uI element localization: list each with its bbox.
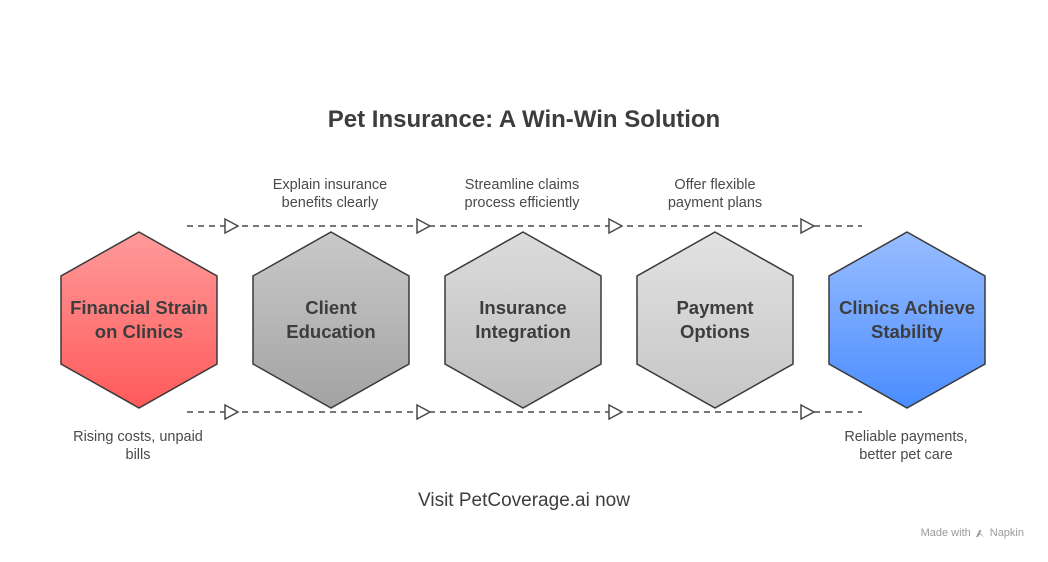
hexagon-step-1	[60, 231, 218, 409]
hexagon-step-2	[252, 231, 410, 409]
watermark-brand: Napkin	[989, 527, 1024, 539]
watermark-prefix: Made with	[920, 527, 971, 539]
napkin-logo-icon	[975, 528, 985, 538]
hexagon-step-5	[828, 231, 986, 409]
hexagon-step-3	[444, 231, 602, 409]
top-arrow-4	[800, 217, 816, 235]
top-arrow-1	[224, 217, 240, 235]
diagram-title: Pet Insurance: A Win-Win Solution	[327, 106, 721, 133]
bottom-arrow-1	[224, 403, 240, 421]
top-arrow-2	[416, 217, 432, 235]
hexagon-steps	[60, 231, 986, 409]
watermark[interactable]: Made with Napkin	[921, 527, 1024, 539]
bottom-note-clinics-stability: Reliable payments,better pet care	[844, 429, 968, 463]
bottom-arrow-4	[800, 403, 816, 421]
call-to-action[interactable]: Visit PetCoverage.ai now	[418, 490, 630, 511]
hexagon-step-4	[636, 231, 794, 409]
top-arrow-3	[608, 217, 624, 235]
connector-lines	[187, 217, 862, 421]
bottom-arrow-3	[608, 403, 624, 421]
bottom-arrow-2	[416, 403, 432, 421]
